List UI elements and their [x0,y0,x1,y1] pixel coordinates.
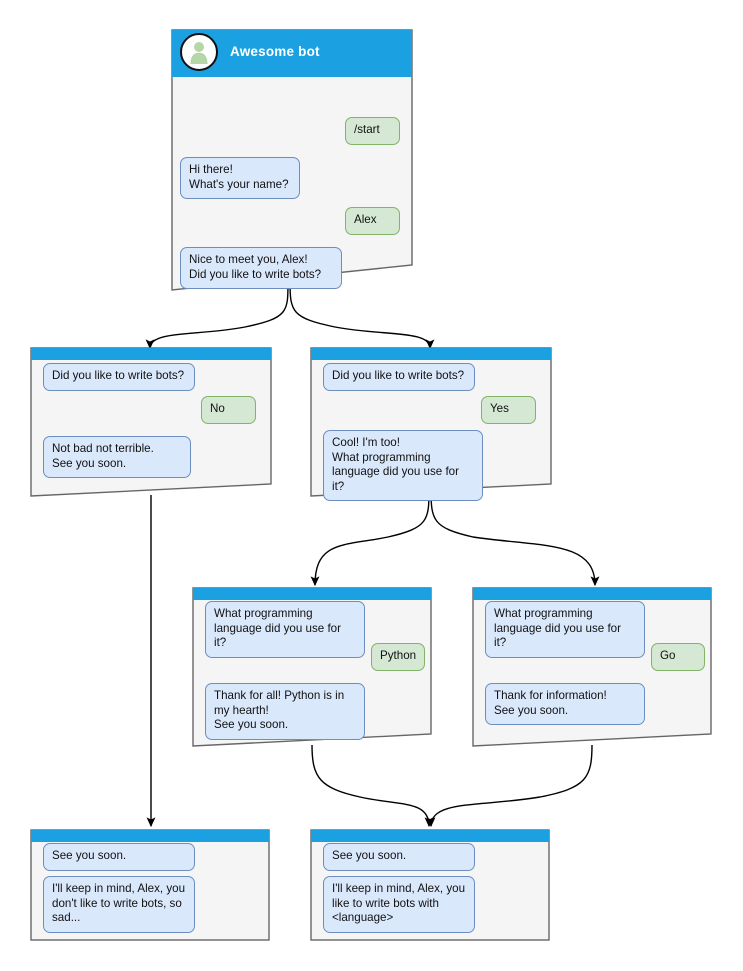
person-avatar-icon [180,32,218,71]
message-bubble-bot: Nice to meet you, Alex! Did you like to … [180,247,342,289]
node-header [191,586,433,598]
message-bubble-bot: See you soon. [43,843,195,871]
node-end-happy[interactable]: See you soon. I'll keep in mind, Alex, y… [309,828,551,942]
message-bubble-user: No [201,396,256,424]
message-bubble-bot: See you soon. [323,843,475,871]
message-bubble-bot: I'll keep in mind, Alex, you don't like … [43,876,195,933]
node-header: Awesome bot [170,28,424,75]
message-bubble-bot: I'll keep in mind, Alex, you like to wri… [323,876,475,933]
edge-python-to-end-happy [311,744,434,828]
node-header-title: Awesome bot [230,44,320,59]
message-bubble-user: Python [371,643,425,671]
message-bubble-bot: Thank for all! Python is in my hearth! S… [205,683,365,740]
node-messages: See you soon. I'll keep in mind, Alex, y… [29,840,271,942]
message-bubble-user: Alex [345,207,400,235]
node-messages: /start Hi there! What's your name? Alex … [170,75,414,294]
message-bubble-bot: Thank for information! See you soon. [485,683,645,725]
edge-yes-to-python [310,489,430,587]
node-answer-no[interactable]: Did you like to write bots? No Not bad n… [29,346,273,499]
node-header [309,346,553,358]
node-language-python[interactable]: What programming language did you use fo… [191,586,433,749]
message-bubble-user: /start [345,117,400,145]
node-start[interactable]: Awesome bot /start Hi there! What's your… [170,28,414,294]
node-header [471,586,713,598]
node-messages: Did you like to write bots? Yes Cool! I'… [309,358,553,501]
message-bubble-user: Yes [481,396,536,424]
message-bubble-bot: Did you like to write bots? [323,363,475,391]
message-bubble-bot: Cool! I'm too! What programming language… [323,430,483,501]
node-messages: Did you like to write bots? No Not bad n… [29,358,273,499]
node-end-sad[interactable]: See you soon. I'll keep in mind, Alex, y… [29,828,271,942]
node-messages: What programming language did you use fo… [191,598,433,749]
node-header [29,346,273,358]
message-bubble-bot: Hi there! What's your name? [180,157,300,199]
message-bubble-user: Go [651,643,705,671]
node-messages: See you soon. I'll keep in mind, Alex, y… [309,840,551,942]
message-bubble-bot: What programming language did you use fo… [485,601,645,658]
node-header [309,828,551,840]
node-answer-yes[interactable]: Did you like to write bots? Yes Cool! I'… [309,346,553,501]
message-bubble-bot: Not bad not terrible. See you soon. [43,436,191,478]
message-bubble-bot: Did you like to write bots? [43,363,195,391]
node-header [29,828,271,840]
edge-go-to-end-happy [426,744,593,828]
node-messages: What programming language did you use fo… [471,598,713,749]
edge-yes-to-go [430,489,600,587]
node-language-go[interactable]: What programming language did you use fo… [471,586,713,749]
message-bubble-bot: What programming language did you use fo… [205,601,365,658]
